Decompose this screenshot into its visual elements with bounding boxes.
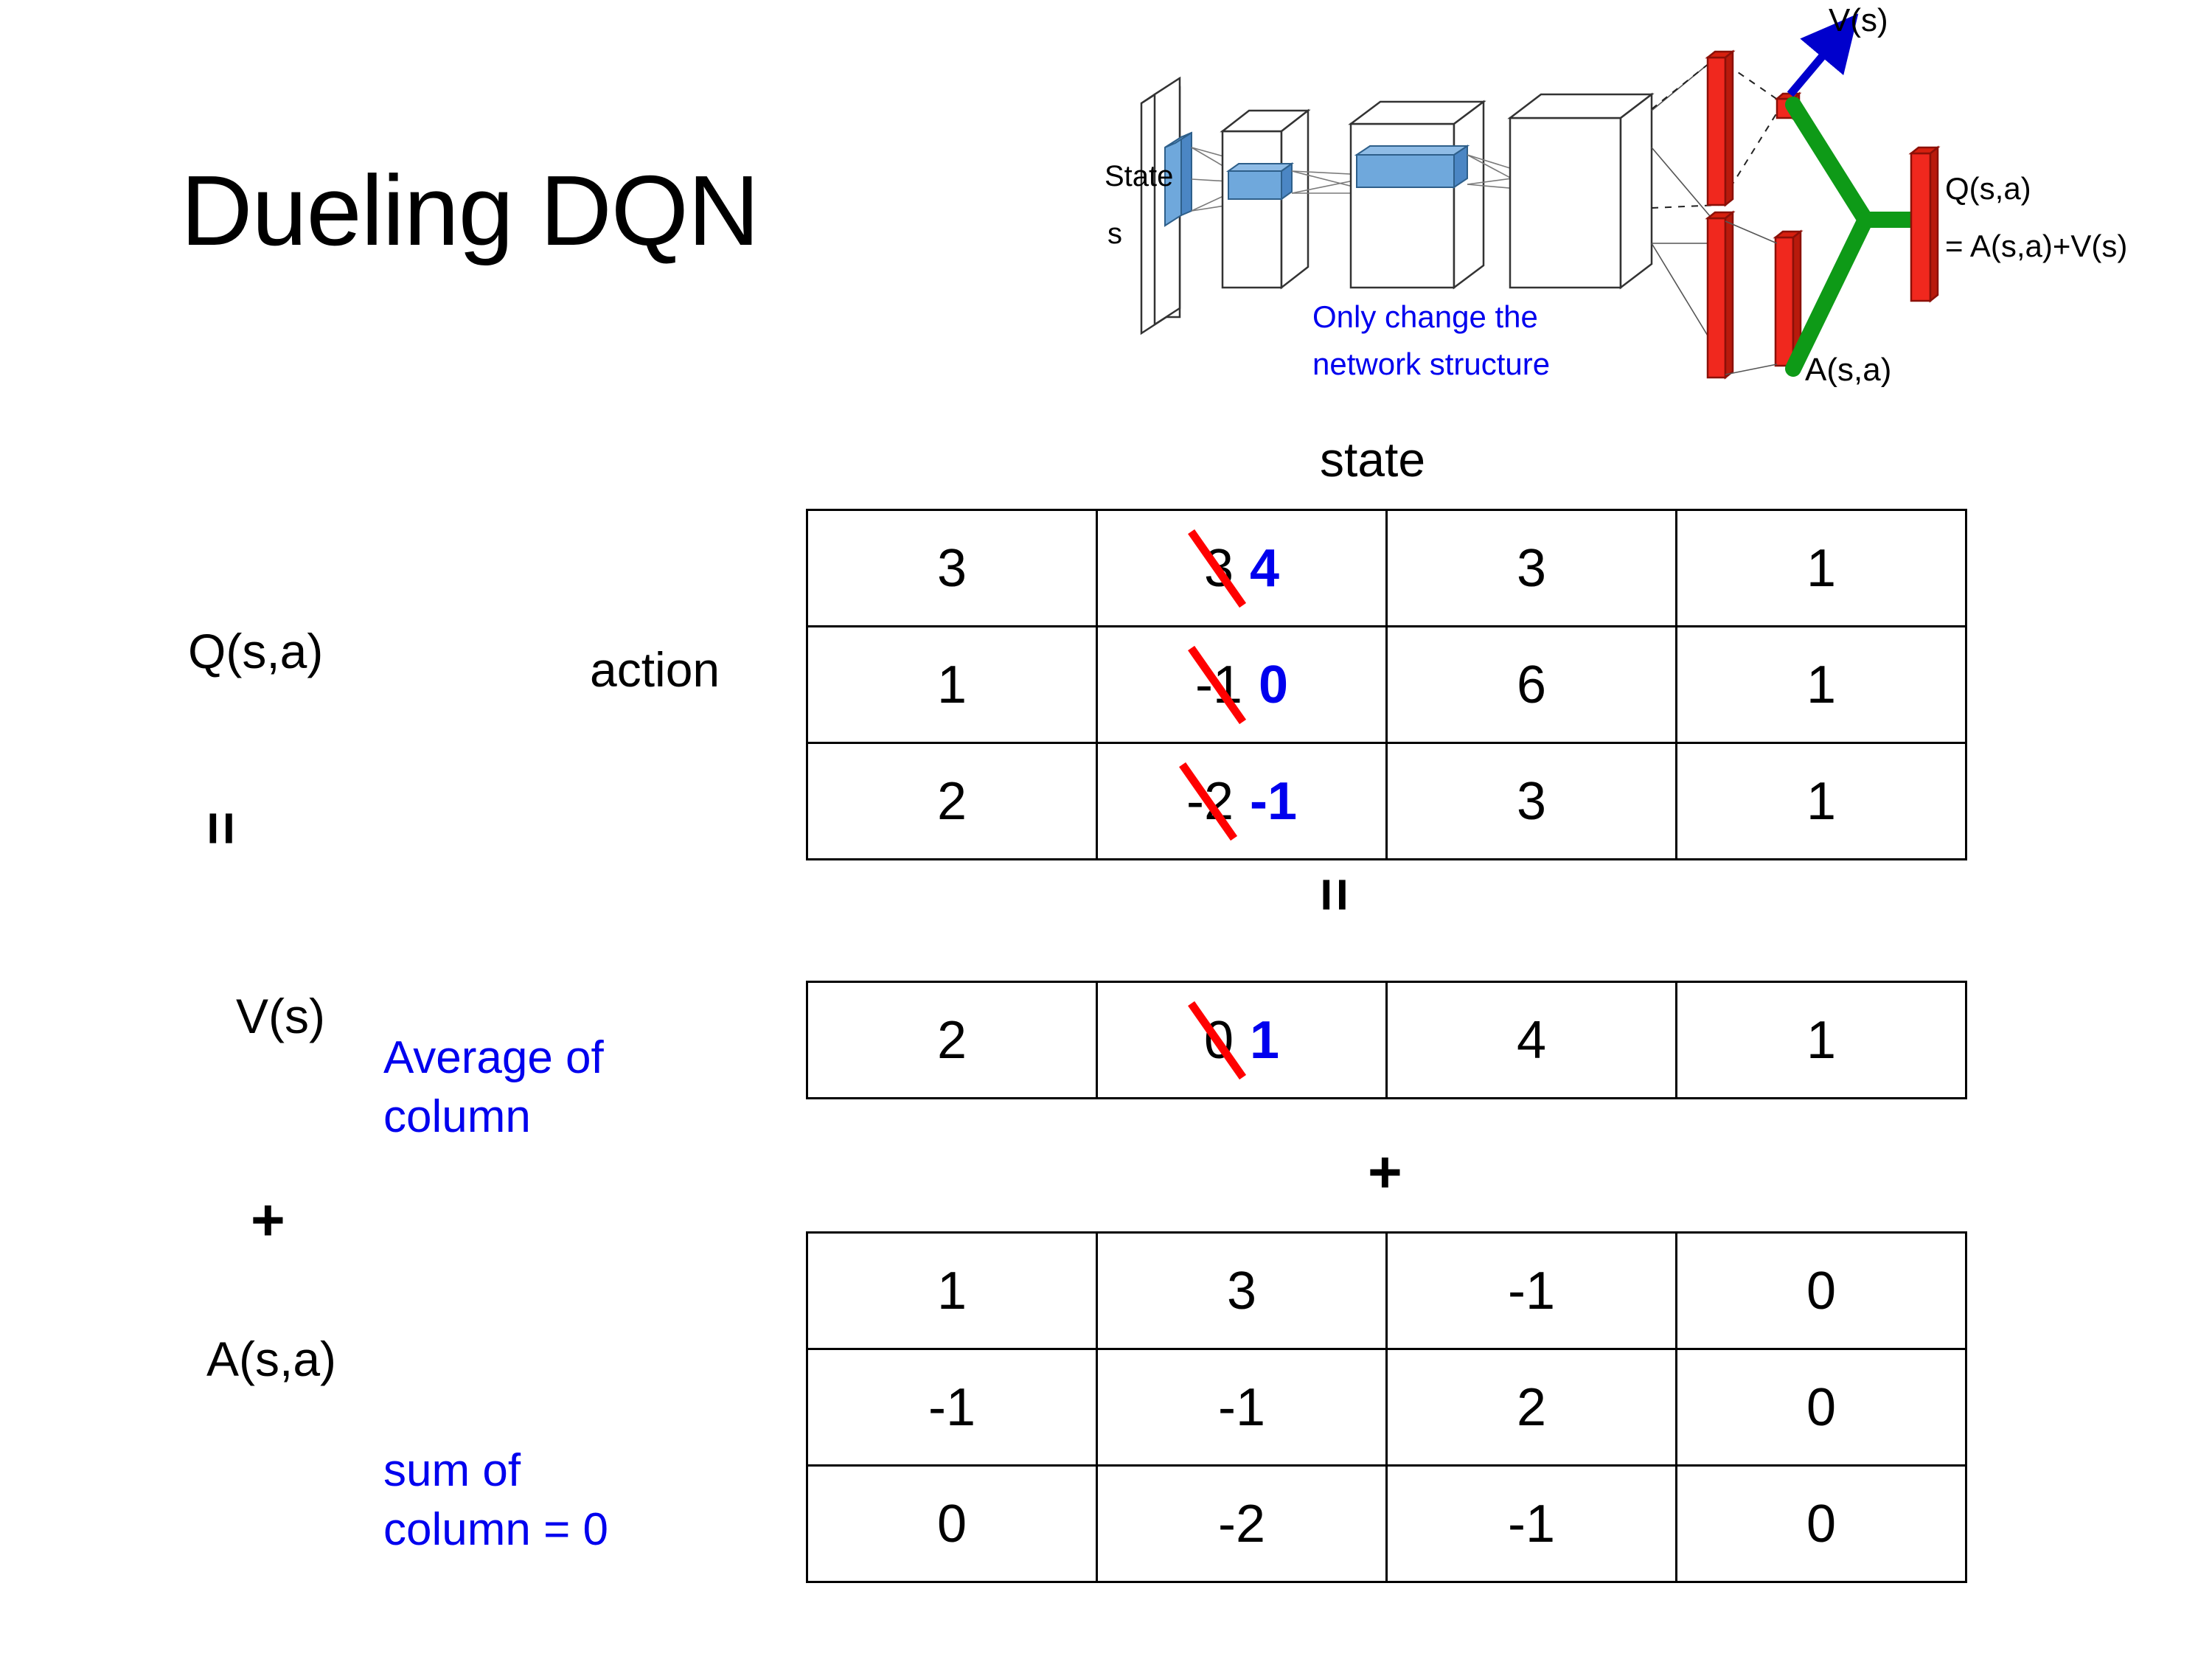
table-cell: 1	[1675, 625, 1967, 744]
corrected-value: 0	[1258, 655, 1289, 714]
table-cell: 4	[1385, 981, 1677, 1099]
struck-old-value: 3	[1188, 529, 1247, 608]
value-arrow-icon	[1787, 13, 1859, 97]
diagram-value-label: V(s)	[1829, 2, 1888, 38]
table-cell: 2	[806, 981, 1098, 1099]
conv-block-1-icon	[1220, 108, 1311, 290]
corrected-value: 1	[1250, 1010, 1280, 1070]
equals-sign-left: =	[189, 811, 254, 846]
table-cell: 0	[1675, 1231, 1967, 1350]
table-cell: -1	[1096, 1348, 1388, 1467]
table-cell: 3	[1385, 509, 1677, 627]
table-cell: 0	[806, 1464, 1098, 1583]
table-cell: 3	[1096, 1231, 1388, 1350]
v-note-line1: Average of	[383, 1032, 604, 1083]
diagram-q-label-line2: = A(s,a)+V(s)	[1945, 229, 2127, 263]
a-function-label: A(s,a)	[206, 1332, 337, 1386]
table-cell: 1	[806, 625, 1098, 744]
input-filter-icon	[1164, 131, 1192, 227]
diagram-state-label-line2: s	[1107, 218, 1122, 250]
table-cell: 0	[1675, 1464, 1967, 1583]
advantage-output-bar-icon	[1773, 229, 1804, 368]
diagram-state-label-line1: State	[1105, 160, 1173, 192]
action-axis-label: action	[590, 642, 720, 697]
conv-slab-1-icon	[1225, 162, 1295, 201]
corrected-value: 4	[1250, 538, 1280, 598]
table-cell: 1	[1675, 981, 1967, 1099]
value-stream-bar-icon	[1705, 49, 1736, 207]
table-cell: 1	[1675, 509, 1967, 627]
table-cell: 0	[1675, 1348, 1967, 1467]
state-axis-label: state	[1320, 432, 1426, 487]
conv-block-2-icon	[1348, 100, 1486, 290]
diagram-note-line1: Only change the	[1312, 299, 1538, 334]
table-cell: 1	[806, 1231, 1098, 1350]
conv-slab-2-icon	[1354, 145, 1470, 189]
table-cell: -2-1	[1096, 742, 1388, 860]
table-cell: 2	[1385, 1348, 1677, 1467]
advantage-stream-bar-icon	[1705, 210, 1736, 380]
conv-block-3-icon	[1507, 92, 1655, 290]
diagram-advantage-label: A(s,a)	[1805, 352, 1891, 388]
struck-old-value: 0	[1188, 1001, 1247, 1079]
strikethrough-icon	[1188, 645, 1247, 724]
strikethrough-icon	[1179, 762, 1238, 841]
plus-sign-middle: +	[1368, 1139, 1402, 1205]
q-output-bar-icon	[1908, 145, 1941, 303]
merge-connector-icon	[1785, 97, 1925, 377]
a-note-line2: column = 0	[383, 1504, 609, 1555]
corrected-value: -1	[1250, 771, 1298, 831]
table-cell: -2	[1096, 1464, 1388, 1583]
diagram-q-label-line1: Q(s,a)	[1945, 171, 2031, 206]
table-cell: 3	[1385, 742, 1677, 860]
v-note-line2: column	[383, 1091, 531, 1142]
table-cell: -1	[1385, 1231, 1677, 1350]
table-cell: -1	[1385, 1464, 1677, 1583]
page-title: Dueling DQN	[181, 155, 759, 266]
struck-old-value: -1	[1188, 645, 1247, 724]
struck-old-value: -2	[1179, 762, 1238, 841]
table-cell: 1	[1675, 742, 1967, 860]
plus-sign-left: +	[251, 1187, 285, 1253]
q-function-label: Q(s,a)	[188, 624, 324, 678]
table-cell: 3	[806, 509, 1098, 627]
strikethrough-icon	[1188, 1001, 1247, 1079]
dueling-network-diagram: State s Only change the network structur…	[1091, 0, 2212, 413]
diagram-note-line2: network structure	[1312, 347, 1550, 381]
table-cell: -1	[806, 1348, 1098, 1467]
table-cell: 6	[1385, 625, 1677, 744]
a-note-line1: sum of	[383, 1445, 521, 1496]
equals-sign-middle: =	[1302, 877, 1368, 912]
table-cell: 2	[806, 742, 1098, 860]
v-function-label: V(s)	[236, 989, 325, 1043]
strikethrough-icon	[1188, 529, 1247, 608]
